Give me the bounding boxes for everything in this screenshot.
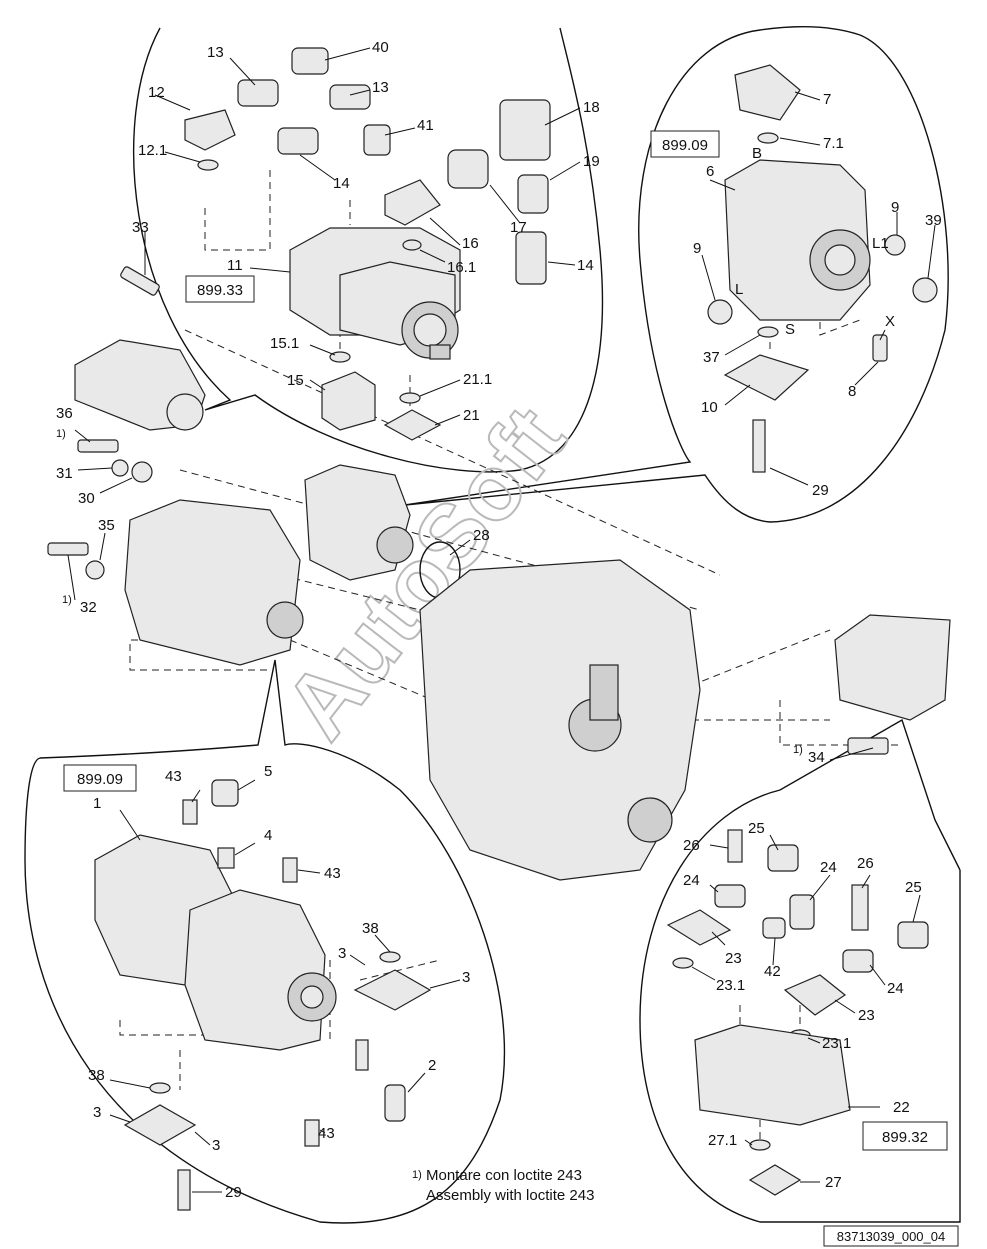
note-36: 1): [56, 428, 66, 440]
label-3c: 3: [93, 1104, 101, 1121]
label-43b: 43: [324, 865, 341, 882]
label-24a: 24: [820, 859, 837, 876]
footnote-line-1: Montare con loctite 243: [426, 1167, 582, 1184]
label-12: 12: [148, 84, 165, 101]
label-33: 33: [132, 219, 149, 236]
label-4: 4: [264, 827, 272, 844]
ref-899-09-top: 899.09: [662, 137, 708, 154]
port-L1: L1: [872, 235, 889, 252]
label-35: 35: [98, 517, 115, 534]
label-23-1a: 23.1: [716, 977, 745, 994]
label-16-1: 16.1: [447, 259, 476, 276]
label-26b: 26: [857, 855, 874, 872]
label-42: 42: [764, 963, 781, 980]
label-26a: 26: [683, 837, 700, 854]
callout-bottom-right: [639, 718, 961, 1223]
label-25b: 25: [905, 879, 922, 896]
label-38b: 38: [88, 1067, 105, 1084]
reference-box-top-right: 899.09: [650, 130, 720, 158]
label-38a: 38: [362, 920, 379, 937]
label-9b: 9: [693, 240, 701, 257]
note-32: 1): [62, 594, 72, 606]
label-15: 15: [287, 372, 304, 389]
label-9a: 9: [891, 199, 899, 216]
callout-top-right: [404, 26, 949, 523]
label-5: 5: [264, 763, 272, 780]
label-11: 11: [227, 257, 243, 274]
note-34: 1): [793, 744, 803, 756]
callout-bottom-left: [24, 659, 506, 1224]
label-13a: 13: [207, 44, 224, 61]
label-24c: 24: [887, 980, 904, 997]
label-6: 6: [706, 163, 714, 180]
label-12-1: 12.1: [138, 142, 167, 159]
label-22: 22: [893, 1099, 910, 1116]
label-14a: 14: [333, 175, 350, 192]
parts-shapes: [47, 47, 951, 1211]
label-23-1b: 23.1: [822, 1035, 851, 1052]
label-27: 27: [825, 1174, 842, 1191]
label-10: 10: [701, 399, 718, 416]
label-3a: 3: [338, 945, 346, 962]
label-19: 19: [583, 153, 600, 170]
ref-899-09-bottom: 899.09: [77, 771, 123, 788]
label-7: 7: [823, 91, 831, 108]
label-34: 34: [808, 749, 825, 766]
label-13b: 13: [372, 79, 389, 96]
label-43c: 43: [318, 1125, 335, 1142]
label-23a: 23: [725, 950, 742, 967]
label-8: 8: [848, 383, 856, 400]
label-39: 39: [925, 212, 942, 229]
label-15-1: 15.1: [270, 335, 299, 352]
label-17: 17: [510, 219, 527, 236]
label-21: 21: [463, 407, 480, 424]
port-L: L: [735, 281, 743, 298]
label-3d: 3: [212, 1137, 220, 1154]
drawing-number: 83713039_000_04: [837, 1229, 945, 1244]
label-29b: 29: [225, 1184, 242, 1201]
label-30: 30: [78, 490, 95, 507]
ref-899-32: 899.32: [882, 1129, 928, 1146]
reference-box-bottom-right: 899.32: [862, 1121, 948, 1151]
port-S: S: [785, 321, 795, 338]
label-43a: 43: [165, 768, 182, 785]
callout-top-left: [133, 27, 604, 473]
label-7-1: 7.1: [823, 135, 844, 152]
drawing-number-box: 83713039_000_04: [823, 1225, 959, 1247]
label-36: 36: [56, 405, 73, 422]
label-16: 16: [462, 235, 479, 252]
leader-lines: [67, 47, 936, 1193]
label-24b: 24: [683, 872, 700, 889]
label-1: 1: [93, 795, 101, 812]
label-32: 32: [80, 599, 97, 616]
label-28: 28: [473, 527, 490, 544]
label-27-1: 27.1: [708, 1132, 737, 1149]
label-29a: 29: [812, 482, 829, 499]
label-21-1: 21.1: [463, 371, 492, 388]
footnote-line-2: Assembly with loctite 243: [426, 1187, 594, 1204]
reference-box-bottom-left: 899.09: [63, 764, 137, 792]
label-23b: 23: [858, 1007, 875, 1024]
reference-box-top-left: 899.33: [185, 275, 255, 303]
label-25a: 25: [748, 820, 765, 837]
label-31: 31: [56, 465, 73, 482]
label-41: 41: [417, 117, 434, 134]
label-14b: 14: [577, 257, 594, 274]
footnote-marker: 1): [412, 1169, 422, 1181]
part-labels: 13 40 12 13 41 12.1 14 18 19 17 16 16.1 …: [56, 39, 942, 1201]
footnote: 1) Montare con loctite 243 Assembly with…: [412, 1167, 594, 1204]
label-2: 2: [428, 1057, 436, 1074]
label-37: 37: [703, 349, 720, 366]
port-X: X: [885, 313, 895, 330]
label-40: 40: [372, 39, 389, 56]
ref-899-33: 899.33: [197, 282, 243, 299]
label-3b: 3: [462, 969, 470, 986]
port-B: B: [752, 145, 762, 162]
label-18: 18: [583, 99, 600, 116]
